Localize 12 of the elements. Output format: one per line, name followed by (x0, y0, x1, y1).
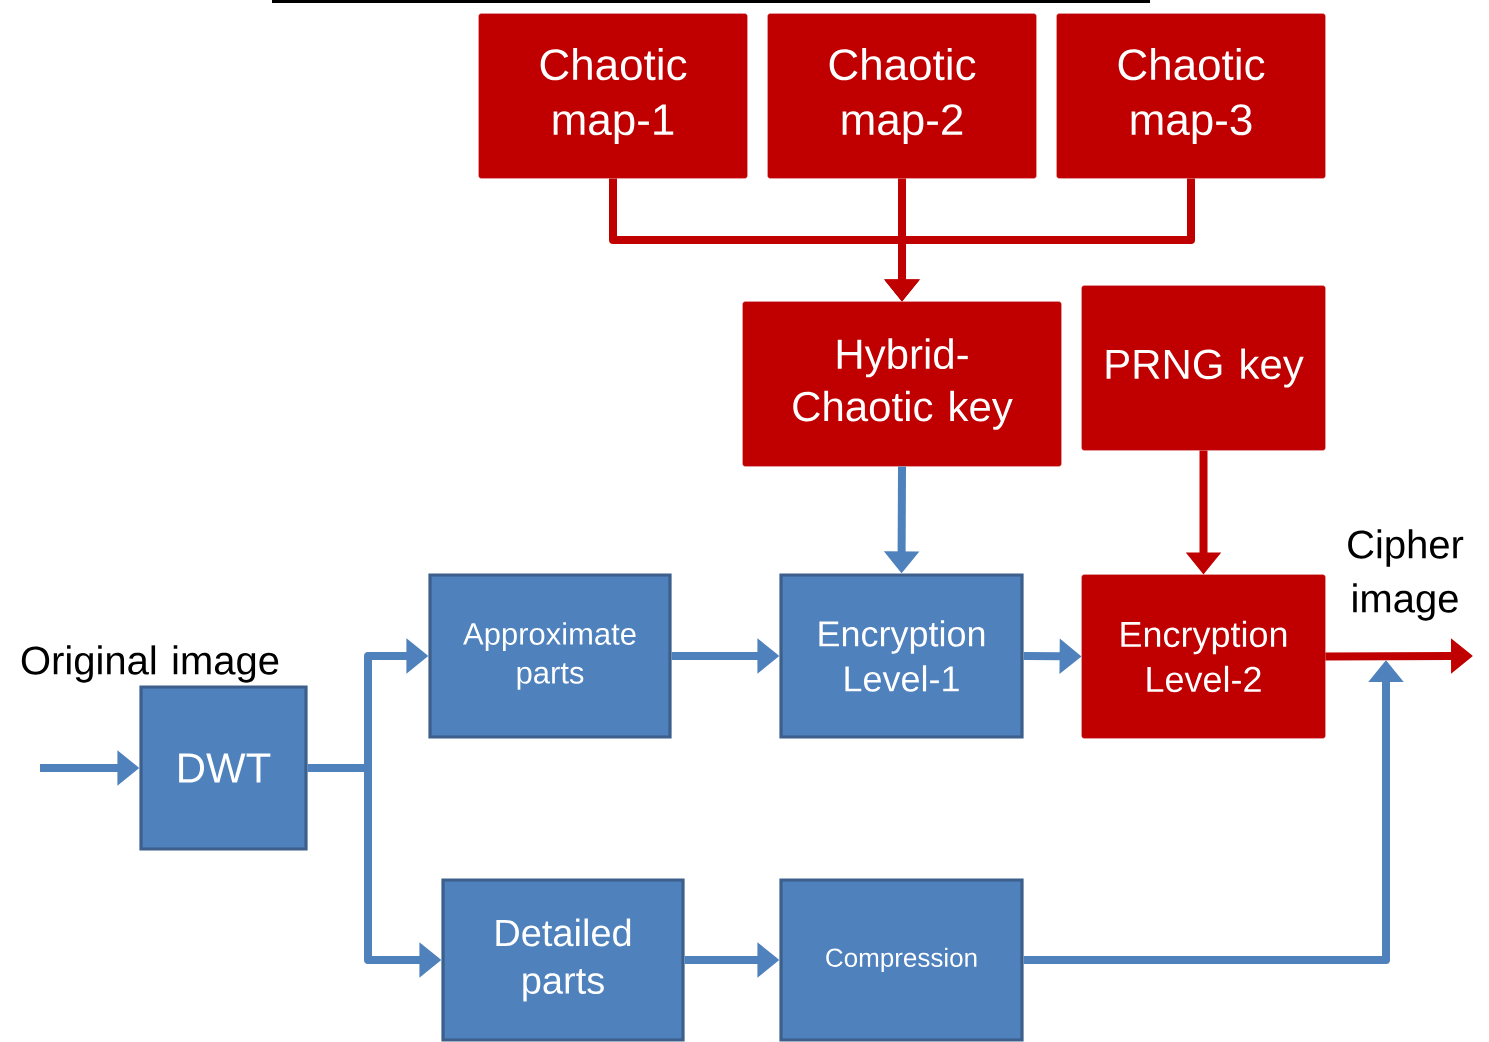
key-box: Chaotic map-2 (767, 13, 1037, 179)
process-box: Encryption Level-1 (779, 573, 1024, 739)
process-box: Compression (779, 878, 1024, 1042)
process-box: Approximate parts (428, 573, 672, 739)
key-box: Hybrid-Chaotic key (742, 301, 1062, 467)
io-label: Cipher image (1348, 529, 1464, 621)
process-box: Detailed parts (441, 878, 685, 1042)
key-box: Encryption Level-2 (1081, 574, 1326, 739)
key-box: PRNG key (1081, 285, 1326, 451)
key-box: Chaotic map-1 (478, 13, 748, 179)
key-box: Chaotic map-3 (1056, 13, 1326, 179)
process-box: DWT (139, 685, 308, 851)
